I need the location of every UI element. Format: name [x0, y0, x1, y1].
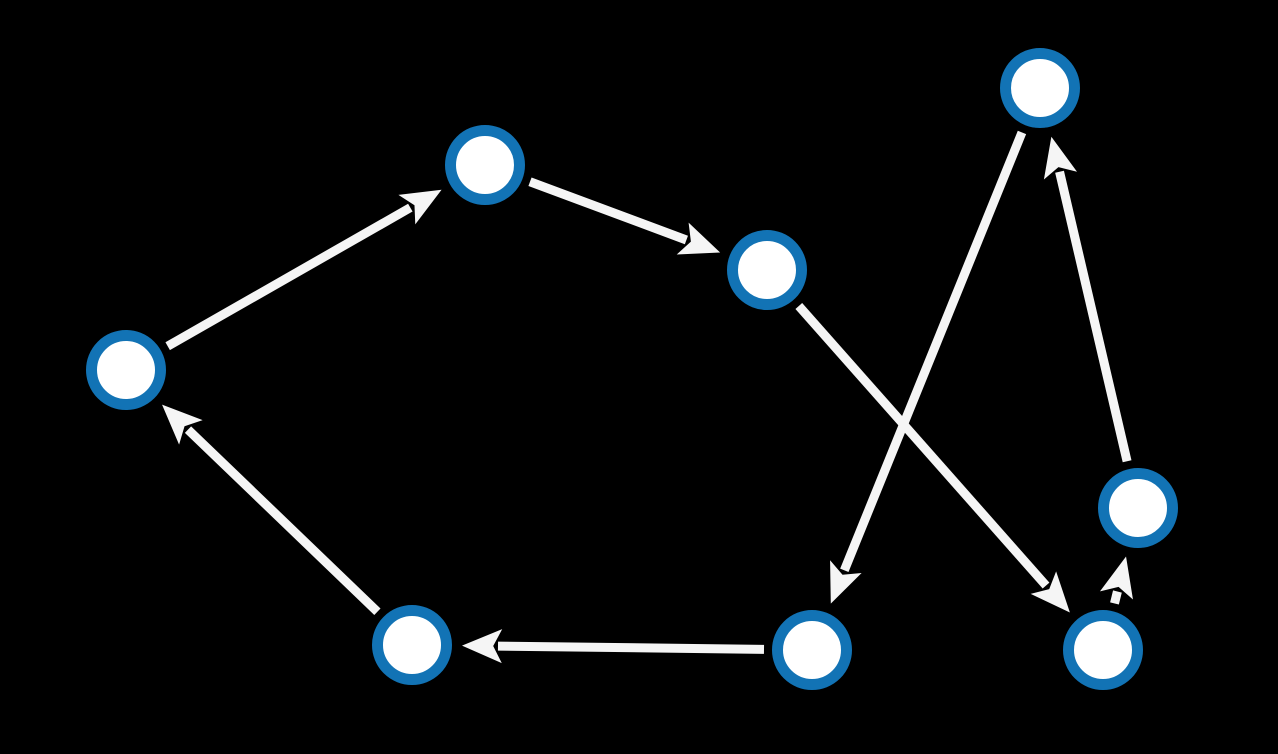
- graph-edge: [165, 189, 442, 351]
- edge-line: [795, 302, 1050, 589]
- edge-line: [1110, 590, 1122, 605]
- graph-node[interactable]: [86, 330, 166, 410]
- edge-line: [528, 177, 688, 245]
- edge-arrowhead: [462, 629, 503, 664]
- edge-line: [840, 130, 1027, 573]
- edge-arrowhead: [1030, 571, 1070, 613]
- graph-edge: [1043, 136, 1132, 463]
- graph-node[interactable]: [372, 605, 452, 685]
- node-circle[interactable]: [1098, 468, 1178, 548]
- graph-node[interactable]: [727, 230, 807, 310]
- graph-node[interactable]: [445, 125, 525, 205]
- edge-arrowhead: [398, 189, 442, 225]
- edge-line: [184, 426, 381, 615]
- graph-edge: [462, 629, 765, 664]
- graph-edge: [830, 130, 1027, 604]
- node-circle[interactable]: [86, 330, 166, 410]
- edge-line: [165, 203, 413, 351]
- graph-edge: [528, 177, 721, 255]
- edge-arrowhead: [162, 404, 203, 445]
- node-circle[interactable]: [727, 230, 807, 310]
- edge-arrowhead: [1099, 556, 1133, 600]
- edge-arrowhead: [830, 560, 862, 604]
- graph-node[interactable]: [1063, 610, 1143, 690]
- node-circle[interactable]: [445, 125, 525, 205]
- edge-arrowhead: [676, 222, 721, 255]
- edge-layer: [162, 130, 1133, 664]
- graph-edge: [162, 404, 381, 615]
- edge-arrowhead: [1043, 136, 1078, 180]
- graph-edge: [795, 302, 1070, 613]
- node-circle[interactable]: [1000, 48, 1080, 128]
- graph-node[interactable]: [1098, 468, 1178, 548]
- edge-line: [1055, 170, 1132, 463]
- node-circle[interactable]: [372, 605, 452, 685]
- graph-edge: [1099, 556, 1133, 605]
- node-circle[interactable]: [772, 610, 852, 690]
- graph-node[interactable]: [772, 610, 852, 690]
- node-circle[interactable]: [1063, 610, 1143, 690]
- node-layer: [86, 48, 1178, 690]
- graph-node[interactable]: [1000, 48, 1080, 128]
- edge-line: [497, 641, 765, 654]
